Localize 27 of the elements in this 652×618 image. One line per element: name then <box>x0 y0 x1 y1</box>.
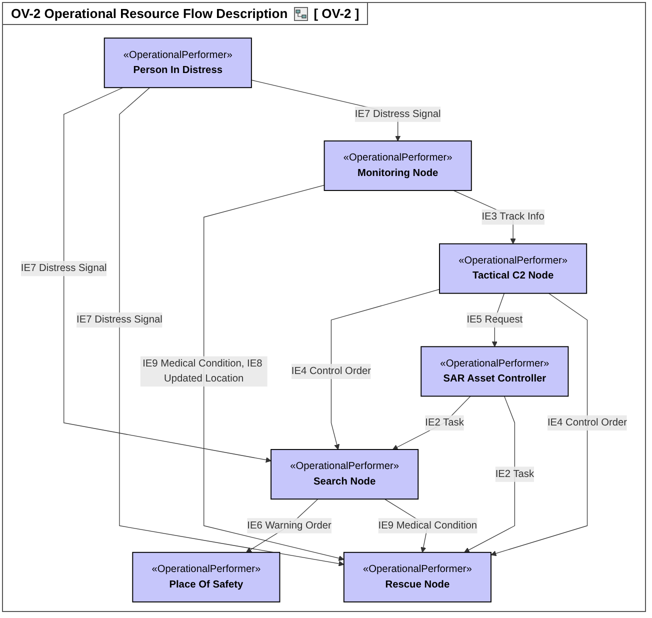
edge-label: IE9 Medical Condition, IE8 Updated Location <box>142 358 262 384</box>
edge-label: IE7 Distress Signal <box>76 314 162 326</box>
arrow <box>204 184 344 561</box>
node-box: «OperationalPerformer» Rescue Node <box>343 552 492 602</box>
arrow <box>64 87 272 463</box>
edge-label: IE2 Task <box>495 468 534 480</box>
edge-label: IE4 Control Order <box>291 366 372 377</box>
diagram-title: OV-2 Operational Resource Flow Description <box>11 6 288 21</box>
edge-label: IE9 Medical Condition <box>378 520 478 531</box>
arrow <box>330 289 440 450</box>
node-box: «OperationalPerformer» SAR Asset Controller <box>420 346 569 397</box>
node-box: «OperationalPerformer» Tactical C2 Node <box>439 243 588 294</box>
edge-label: IE6 Warning Order <box>247 520 332 531</box>
arrow <box>392 396 471 450</box>
edge-label: IE4 Control Order <box>547 417 628 428</box>
edge-label: IE7 Distress Signal <box>354 108 441 120</box>
node-box: «OperationalPerformer» Person In Distress <box>104 38 252 88</box>
edge-label: IE7 Distress Signal <box>20 262 107 274</box>
node-box: «OperationalPerformer» Search Node <box>270 449 419 500</box>
edge-label: IE5 Request <box>466 314 523 326</box>
arrow <box>464 396 516 553</box>
node-box: «OperationalPerformer» Monitoring Node <box>324 140 472 191</box>
diagram-tag: [ OV-2 ] <box>314 6 360 21</box>
arrow <box>119 87 344 566</box>
node-box: «OperationalPerformer» Place Of Safety <box>132 552 280 602</box>
edge-label: IE2 Task <box>425 417 464 428</box>
edge-label: IE3 Track Info <box>482 211 544 222</box>
